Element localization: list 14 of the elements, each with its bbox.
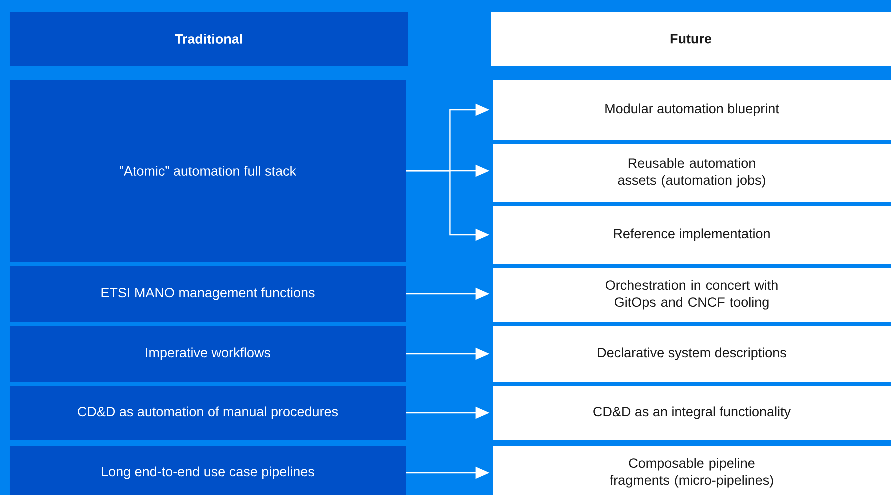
text-box: Modular automation blueprint	[493, 80, 891, 140]
text-box: CD&D as an integral functionality	[493, 386, 891, 440]
text-box: Declarative system descriptions	[493, 326, 891, 382]
text-box: Reusable automation assets (automation jobs)	[493, 144, 891, 202]
text-box: Orchestration in concert with GitOps and CNCF tooling	[493, 268, 891, 322]
header-box: Traditional	[10, 12, 408, 66]
text-box: Reference implementation	[493, 206, 891, 264]
text-box: Composable pipeline fragments (micro-pipelines)	[493, 446, 891, 495]
text-box: Imperative workflows	[10, 326, 406, 382]
text-box: ETSI MANO management functions	[10, 266, 406, 322]
header-box: Future	[491, 12, 891, 66]
text-box: CD&D as automation of manual procedures	[10, 386, 406, 440]
text-box: Long end-to-end use case pipelines	[10, 446, 406, 495]
text-box: ”Atomic” automation full stack	[10, 80, 406, 262]
